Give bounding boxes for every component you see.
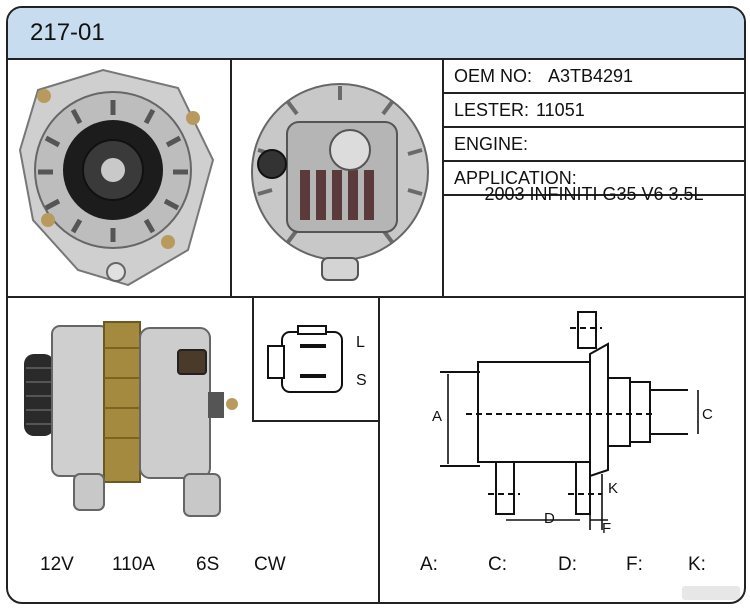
watermark bbox=[682, 586, 740, 600]
alternator-front-view bbox=[8, 60, 230, 296]
dimension-drawing: A C D F K bbox=[380, 298, 744, 548]
connector-pin-s: S bbox=[356, 372, 367, 389]
lester-label: LESTER: bbox=[454, 100, 530, 120]
dim-f-label: F: bbox=[626, 554, 643, 575]
spec-pulley: 6S bbox=[196, 554, 220, 575]
application-row: APPLICATION: bbox=[444, 162, 744, 196]
drawing-label-f: F bbox=[602, 520, 612, 537]
divider bbox=[378, 296, 380, 602]
drawing-label-a: A bbox=[432, 408, 443, 425]
dim-c-label: C: bbox=[488, 554, 507, 575]
spec-voltage: 12V bbox=[40, 554, 74, 575]
oem-row: OEM NO: A3TB4291 bbox=[444, 60, 744, 94]
header-bar: 217-01 bbox=[8, 8, 744, 60]
connector-diagram: L S bbox=[252, 298, 380, 422]
engine-row: ENGINE: bbox=[444, 128, 744, 162]
product-card: 217-01 bbox=[6, 6, 746, 604]
divider bbox=[442, 58, 444, 296]
drawing-label-d: D bbox=[544, 510, 555, 527]
application-value: 2003 INFINITI G35 V6 3.5L bbox=[484, 184, 704, 204]
dim-d-label: D: bbox=[558, 554, 577, 575]
drawing-label-k: K bbox=[608, 480, 619, 497]
spec-rotation: CW bbox=[254, 554, 286, 575]
lester-value: 11051 bbox=[536, 100, 585, 120]
spec-amperage: 110A bbox=[112, 554, 155, 575]
lester-row: LESTER: 11051 bbox=[444, 94, 744, 128]
engine-label: ENGINE: bbox=[454, 134, 529, 154]
oem-label: OEM NO: bbox=[454, 66, 533, 86]
application-label: APPLICATION: bbox=[454, 168, 577, 188]
connector-pin-l: L bbox=[356, 334, 365, 351]
drawing-label-c: C bbox=[702, 406, 713, 423]
dim-k-label: K: bbox=[688, 554, 706, 575]
part-number: 217-01 bbox=[30, 19, 105, 46]
divider bbox=[230, 58, 232, 296]
oem-value: A3TB4291 bbox=[548, 66, 634, 86]
divider bbox=[8, 296, 744, 298]
dim-a-label: A: bbox=[420, 554, 438, 575]
alternator-rear-view bbox=[232, 60, 442, 296]
alternator-side-view bbox=[8, 298, 252, 538]
